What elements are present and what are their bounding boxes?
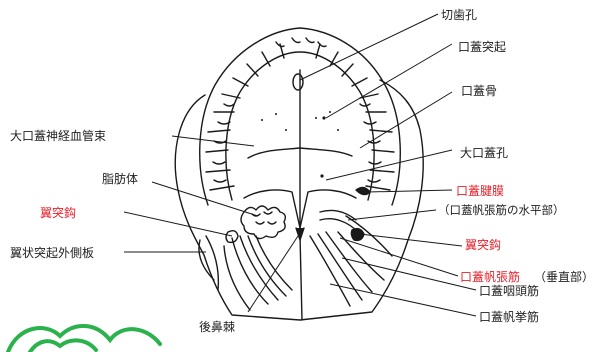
label-palatine-aponeurosis: 口蓋腱膜 <box>456 184 505 198</box>
aponeurosis-shape <box>319 209 359 233</box>
transverse-suture <box>247 147 353 159</box>
label-tensor-veli: 口蓋帆張筋 <box>460 270 521 284</box>
leader-lines <box>123 13 477 317</box>
label-tensor-veli-note: （垂直部） <box>534 270 595 284</box>
palatal-pits <box>261 111 339 178</box>
label-incisive-foramen: 切歯孔 <box>441 8 478 22</box>
fat-body-shape <box>240 205 287 240</box>
label-greater-palatine-foramen: 大口蓋孔 <box>460 146 509 160</box>
label-greater-palatine-neurovascular: 大口蓋神経血管束 <box>10 129 107 143</box>
label-palatine-process: 口蓋突起 <box>458 40 507 54</box>
midline <box>299 69 303 321</box>
pterygoid-plate-left <box>198 235 220 291</box>
skull-outline <box>174 79 424 321</box>
label-palatopharyngeus: 口蓋咽頭筋 <box>479 284 540 298</box>
label-posterior-nasal-spine: 後鼻棘 <box>199 320 236 334</box>
label-lateral-pterygoid-plate: 翼状突起外側板 <box>10 246 95 260</box>
label-fat-body: 脂肪体 <box>102 172 139 186</box>
label-hamulus-left: 翼突鈎 <box>40 206 77 220</box>
hamulus-right-shape <box>350 227 365 242</box>
muscle-left <box>223 235 293 311</box>
incisive-foramen-shape <box>292 73 304 91</box>
dental-arch-outer <box>199 27 401 206</box>
label-hamulus-right: 翼突鈎 <box>465 238 502 252</box>
posterior-nasal-spine-shape <box>295 227 305 241</box>
label-palatine-bone: 口蓋骨 <box>461 84 498 98</box>
dental-arch-inner <box>225 51 375 201</box>
teeth-right <box>315 43 395 191</box>
logo-mark <box>6 323 162 352</box>
teeth-left <box>205 43 285 191</box>
greater-palatine-foramen-shape <box>355 186 371 196</box>
label-aponeurosis-note: （口蓋帆張筋の水平部） <box>438 203 565 217</box>
label-levator-veli: 口蓋帆挙筋 <box>479 310 540 324</box>
muscle-right <box>309 215 393 307</box>
tooth-cusps <box>212 37 382 183</box>
hamulus-left-shape <box>225 229 239 244</box>
